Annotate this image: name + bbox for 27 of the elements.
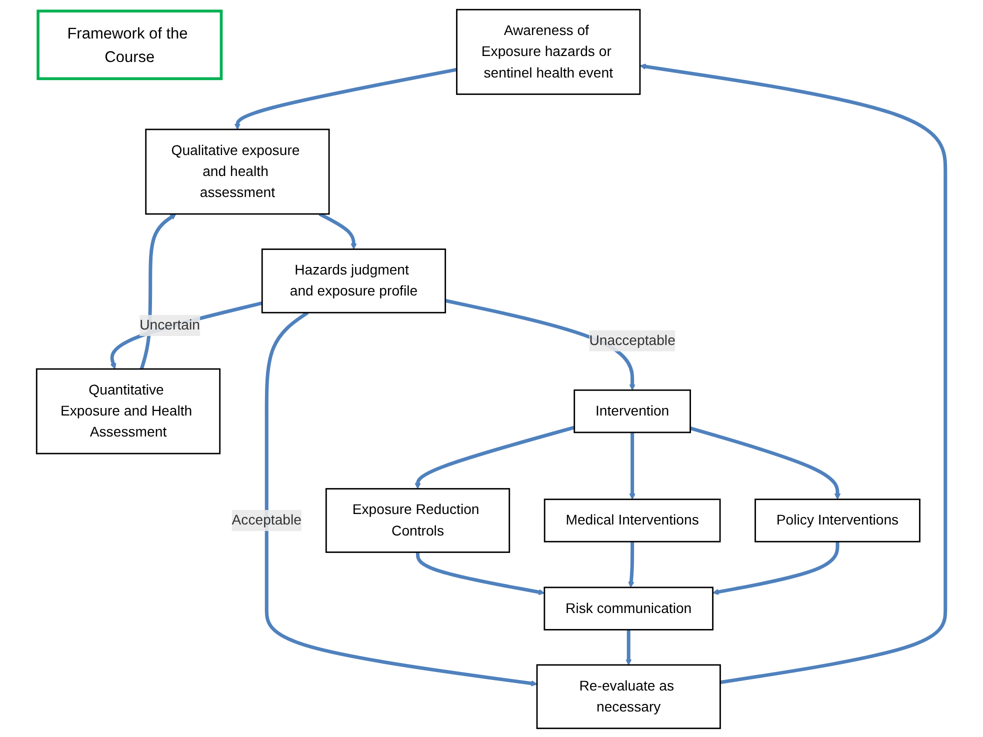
edge-label: Unacceptable: [590, 332, 676, 348]
arrow: [630, 432, 636, 500]
arrow: [140, 213, 177, 370]
arrow: [628, 541, 635, 588]
node-box: Medical Interventions: [544, 498, 722, 542]
arrow: [713, 541, 840, 594]
node-box: Risk communication: [544, 586, 714, 630]
node-box: Quantitative Exposure and Health Assessment: [36, 368, 222, 454]
node-box: Hazards judgment and exposure profile: [262, 248, 446, 313]
edge-label: Acceptable: [232, 512, 302, 528]
arrow: [640, 63, 948, 684]
arrow: [110, 300, 264, 369]
node-box: Framework of the Course: [37, 9, 224, 80]
node-box: Qualitative exposure and health assessment: [146, 128, 330, 214]
arrow: [690, 426, 842, 500]
arrow: [265, 310, 538, 686]
arrow: [416, 552, 546, 595]
arrow: [626, 629, 632, 665]
node-box: Re-evaluate as necessary: [536, 664, 722, 729]
node-box: Exposure Reduction Controls: [326, 488, 511, 552]
node-box: Intervention: [574, 388, 692, 433]
arrow: [234, 67, 458, 130]
edge-label: Uncertain: [140, 317, 200, 333]
arrow: [319, 212, 358, 249]
arrow: [415, 425, 576, 489]
node-box: Policy Interventions: [755, 498, 921, 542]
node-box: Awareness of Exposure hazards or sentinel health event: [456, 8, 642, 94]
